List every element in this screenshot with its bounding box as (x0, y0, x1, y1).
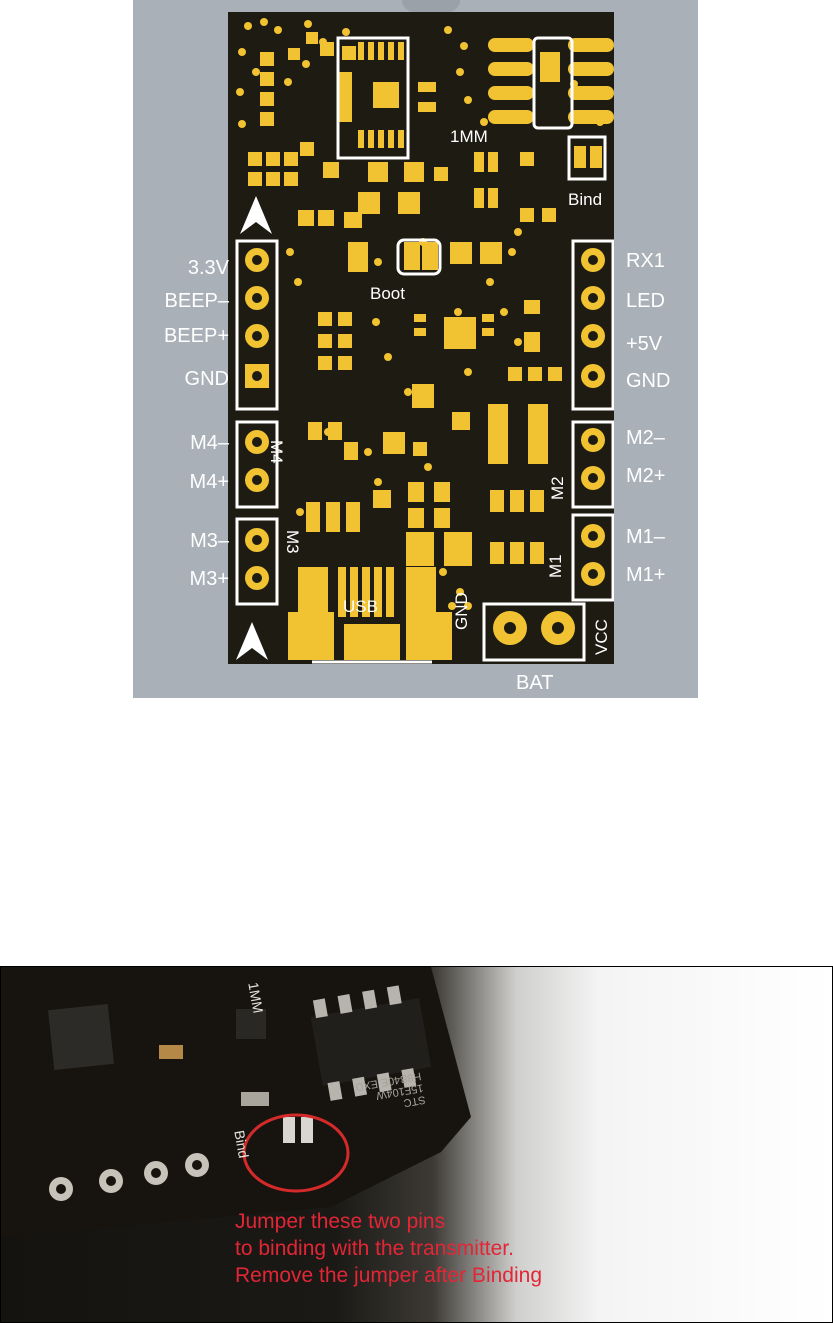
board-text-gnd: GND (452, 592, 471, 630)
board-text-m2: M2 (548, 476, 567, 500)
arrow-up-icon (240, 196, 272, 234)
board-text-m1: M1 (546, 554, 565, 578)
usb-connector-pads (288, 567, 452, 660)
silkscreen-outlines (235, 36, 614, 662)
pcb-pads-lower (306, 312, 548, 566)
pin-label-m4-minus: M4– (190, 432, 229, 454)
pin-label-m3-minus: M3– (190, 530, 229, 552)
pin-label-rx1: RX1 (626, 250, 665, 272)
board-text-bind: Bind (568, 190, 603, 209)
pcb-pads-top-right (474, 38, 614, 222)
pin-label-m1-minus: M1– (626, 526, 665, 548)
caption-line-1: Jumper these two pins (235, 1210, 446, 1233)
battery-pads (493, 611, 575, 645)
pcb-pads-top-left (248, 32, 420, 226)
pin-label-gnd-right: GND (626, 370, 671, 392)
highlight-circle (242, 1113, 350, 1193)
caption-line-2: to binding with the transmitter. (235, 1237, 514, 1260)
board-text-vcc: VCC (592, 619, 611, 655)
board-photo-artwork (1, 967, 471, 1237)
battery-label: BAT (516, 672, 554, 694)
board-text-boot: Boot (370, 284, 405, 303)
pin-label-m2-minus: M2– (626, 427, 665, 449)
caption-line-3: Remove the jumper after Binding (235, 1264, 542, 1287)
board-text-m4: M4 (267, 440, 286, 464)
pin-label-gnd-left: GND (184, 368, 229, 390)
pin-label-m4-plus: M4+ (189, 471, 229, 493)
arrow-up-icon (236, 622, 268, 660)
left-header-pins (245, 248, 269, 590)
right-header-pins (581, 248, 605, 586)
board-text-usb: USB (343, 597, 378, 616)
board-photo: STC 15F104W H8B40E.EXD Bind 1MM (0, 966, 833, 1323)
pcb-artwork (235, 18, 614, 664)
pin-label-m2-plus: M2+ (626, 465, 666, 487)
pin-label-beep-plus: BEEP+ (163, 325, 229, 347)
photo-caption: Jumper these two pins to binding with th… (235, 1208, 542, 1289)
pin-label-led: LED (626, 290, 665, 312)
board-text-m3: M3 (283, 530, 302, 554)
pin-label-beep-minus: BEEP– (164, 290, 229, 312)
pin-label-3v3: 3.3V (187, 257, 229, 279)
pin-label-m3-plus: M3+ (189, 568, 229, 590)
pcb-pads-center (338, 42, 562, 381)
pin-label-5v: +5V (626, 333, 663, 355)
pin-label-m1-plus: M1+ (626, 564, 666, 586)
board-text-1mm: 1MM (450, 127, 488, 146)
pcb-top-stub (402, 0, 460, 12)
